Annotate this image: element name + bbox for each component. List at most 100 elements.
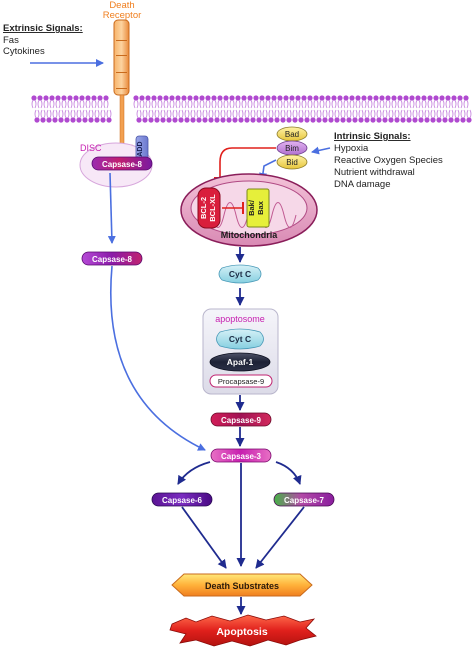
lipid-head: [202, 117, 208, 123]
lipid-head: [76, 117, 82, 123]
lipid-head: [451, 95, 457, 101]
lipid-head: [70, 117, 76, 123]
lipid-head: [247, 95, 253, 101]
lipid-head: [448, 117, 454, 123]
caspase7-label: Capsase-7: [284, 496, 325, 505]
lipid-head: [37, 95, 43, 101]
lipid-head: [175, 95, 181, 101]
lipid-head: [31, 95, 37, 101]
fadd-label: FADD: [137, 141, 144, 160]
lipid-tail: [145, 99, 151, 109]
bim-label: Bim: [285, 144, 299, 153]
lipid-head: [316, 117, 322, 123]
lipid-head: [373, 95, 379, 101]
lipid-tail: [169, 99, 175, 109]
lipid-head: [361, 95, 367, 101]
lipid-head: [298, 117, 304, 123]
lipid-head: [142, 117, 148, 123]
intrinsic-item-nutrient: Nutrient withdrawal: [334, 167, 415, 178]
lipid-head: [358, 117, 364, 123]
lipid-head: [460, 117, 466, 123]
lipid-tail: [178, 109, 184, 119]
lipid-head: [367, 95, 373, 101]
lipid-tail: [94, 109, 100, 119]
lipid-head: [220, 117, 226, 123]
death-receptor: [109, 19, 135, 156]
lipid-head: [418, 117, 424, 123]
lipid-tail: [448, 109, 454, 119]
lipid-tail: [295, 99, 301, 109]
lipid-head: [307, 95, 313, 101]
lipid-head: [286, 117, 292, 123]
lipid-tail: [217, 99, 223, 109]
lipid-head: [106, 117, 112, 123]
lipid-tail: [430, 109, 436, 119]
cytc-blob: [218, 264, 262, 284]
lipid-tail: [370, 109, 376, 119]
lipid-tail: [316, 109, 322, 119]
lipid-head: [412, 117, 418, 123]
lipid-head: [463, 95, 469, 101]
lipid-head: [313, 95, 319, 101]
caspase8-label: Capsase-8: [92, 255, 133, 264]
lipid-tail: [394, 109, 400, 119]
lipid-tail: [382, 109, 388, 119]
lipid-tail: [70, 109, 76, 119]
bad-label: Bad: [285, 130, 299, 139]
lipid-tail: [175, 99, 181, 109]
lipid-tail: [193, 99, 199, 109]
casp7-to-substrates-arrow: [255, 506, 305, 569]
lipid-tail: [355, 99, 361, 109]
lipid-tail: [100, 109, 106, 119]
lipid-head: [325, 95, 331, 101]
lipid-tail: [340, 109, 346, 119]
lipid-head: [94, 117, 100, 123]
lipid-head: [58, 117, 64, 123]
lipid-head: [265, 95, 271, 101]
lipid-head: [445, 95, 451, 101]
lipid-tail: [304, 109, 310, 119]
lipid-head: [253, 95, 259, 101]
lipid-tail: [274, 109, 280, 119]
lipid-tail: [445, 99, 451, 109]
lipid-tail: [421, 99, 427, 109]
lipid-tail: [220, 109, 226, 119]
caspase7-box: [273, 492, 335, 507]
lipid-tail: [154, 109, 160, 119]
lipid-tail: [37, 99, 43, 109]
lipid-tail: [367, 99, 373, 109]
receptor-title-1: Death: [109, 0, 134, 11]
bclxl-label: BCL-XL: [208, 194, 217, 222]
lipid-head: [355, 95, 361, 101]
lipid-tail: [361, 99, 367, 109]
casp6-to-substrates-arrow: [181, 506, 227, 569]
lipid-tail: [460, 109, 466, 119]
bcl2-label: BCL-2: [199, 197, 208, 219]
lipid-tail: [226, 109, 232, 119]
lipid-head: [172, 117, 178, 123]
bid-label: Bid: [286, 158, 298, 167]
lipid-tail: [400, 109, 406, 119]
lipid-head: [424, 117, 430, 123]
bak-label: Bak/: [247, 199, 256, 216]
lipid-tail: [166, 109, 172, 119]
lipid-head: [274, 117, 280, 123]
lipid-head: [193, 95, 199, 101]
lipid-tail: [454, 109, 460, 119]
lipid-head: [46, 117, 52, 123]
lipid-head: [337, 95, 343, 101]
lipid-head: [442, 117, 448, 123]
lipid-head: [415, 95, 421, 101]
lipid-tail: [244, 109, 250, 119]
lipid-tail: [151, 99, 157, 109]
intrinsic-item-hypoxia: Hypoxia: [334, 143, 369, 154]
casp3-to-casp6-arrow: [177, 461, 211, 485]
lipid-tail: [160, 109, 166, 119]
lipid-tail: [181, 99, 187, 109]
receptor-title-2: Receptor: [103, 10, 142, 21]
lipid-head: [100, 117, 106, 123]
lipid-head: [289, 95, 295, 101]
lipid-tail: [85, 99, 91, 109]
apoptosome-title: apoptosome: [215, 314, 265, 324]
lipid-head: [340, 117, 346, 123]
